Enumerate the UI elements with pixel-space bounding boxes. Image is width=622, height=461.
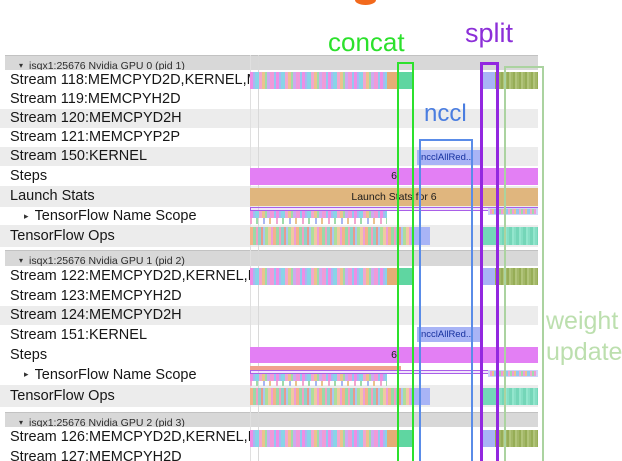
nccl-annotation-label: nccl (424, 100, 467, 127)
name-scope-ticks-lower-gpu0[interactable] (250, 218, 387, 224)
process-header-label: isqx1:25676 Nvidia GPU 0 (pid 1) (29, 60, 185, 72)
weight-update-annotation-label: weight update (546, 306, 622, 368)
event-bar-stream122-memcpy[interactable] (387, 268, 398, 285)
track-label: Stream 151:KERNEL (10, 327, 148, 343)
track-row-stream150: Stream 150:KERNEL (0, 147, 538, 166)
track-row-stream120: Stream 120:MEMCPYD2H (0, 109, 538, 128)
process-header-gpu2[interactable]: ▾ isqx1:25676 Nvidia GPU 2 (pid 3) (5, 412, 538, 429)
clipped-orange-text-fragment (355, 0, 376, 5)
track-label: TensorFlow Name Scope (34, 208, 197, 224)
process-header-label: isqx1:25676 Nvidia GPU 2 (pid 3) (29, 417, 185, 429)
track-label: Stream 124:MEMCPYD2H (10, 307, 182, 323)
concat-annotation-label: concat (328, 27, 405, 57)
event-bar-nccl-allreduce-gpu1[interactable]: ncclAllRed... (417, 327, 481, 342)
track-label: TensorFlow Ops (10, 388, 115, 404)
tf-ops-bar-gpu1[interactable] (250, 388, 411, 405)
concat-highlight-rect (397, 62, 414, 461)
expand-icon[interactable]: ▸ (24, 211, 29, 221)
track-label: Stream 118:MEMCPYD2D,KERNEL,ME (10, 72, 252, 88)
tf-ops-split-segment-gpu0[interactable] (480, 227, 495, 245)
event-bar-stream118-concat[interactable] (399, 72, 414, 89)
track-label: Stream 150:KERNEL (10, 148, 148, 164)
event-bar-stream126-kernels[interactable] (250, 430, 387, 447)
tf-ops-split-segment-gpu1[interactable] (480, 388, 495, 405)
steps-bar-gpu1[interactable]: 6 (250, 347, 538, 363)
tf-ops-bar-gpu0[interactable] (250, 227, 411, 245)
collapse-icon[interactable]: ▾ (19, 256, 24, 265)
process-header-gpu0[interactable]: ▾ isqx1:25676 Nvidia GPU 0 (pid 1) (5, 55, 538, 72)
track-label: Stream 121:MEMCPYP2P (10, 129, 181, 145)
event-bar-stream126-concat[interactable] (399, 430, 414, 447)
name-scope-ticks-lower-gpu1[interactable] (250, 381, 387, 386)
name-scope-ticks-gpu0[interactable] (250, 211, 387, 218)
split-annotation-label: split (465, 18, 514, 48)
weight-update-line2: update (546, 338, 622, 366)
collapse-icon[interactable]: ▾ (19, 418, 24, 427)
track-label: Stream 122:MEMCPYD2D,KERNEL,MI (10, 268, 252, 284)
track-row-stream121: Stream 121:MEMCPYP2P (0, 128, 538, 147)
launch-stats-bar[interactable]: Launch Stats for 6 (250, 188, 538, 206)
tick-marks (490, 209, 536, 214)
event-bar-stream118-split[interactable] (481, 72, 495, 89)
event-bar-stream118-kernels[interactable] (250, 72, 387, 89)
track-label: TensorFlow Name Scope (34, 367, 197, 383)
track-label: TensorFlow Ops (10, 228, 115, 244)
timeline-gridline (258, 55, 259, 461)
track-row-stream119: Stream 119:MEMCPYH2D (0, 90, 538, 109)
track-label: Stream 127:MEMCPYH2D (10, 449, 182, 461)
track-label: Stream 120:MEMCPYD2H (10, 110, 182, 126)
track-row-stream127: Stream 127:MEMCPYH2D (0, 448, 538, 461)
event-bar-stream122-kernels[interactable] (250, 268, 387, 285)
track-row-stream123: Stream 123:MEMCPYH2D (0, 286, 538, 306)
tick-marks (490, 371, 536, 376)
track-row-stream124: Stream 124:MEMCPYD2H (0, 306, 538, 325)
collapse-icon[interactable]: ▾ (19, 61, 24, 70)
event-bar-nccl-allreduce-gpu0[interactable]: ncclAllRed... (417, 150, 481, 165)
nccl-highlight-rect (419, 139, 473, 461)
name-scope-span-bar2-gpu1[interactable] (250, 366, 401, 370)
event-bar-stream122-concat[interactable] (399, 268, 414, 285)
name-scope-ticks-right-gpu1[interactable] (488, 370, 538, 377)
track-label: Stream 126:MEMCPYD2D,KERNEL,MI (10, 429, 252, 445)
track-row-stream151: Stream 151:KERNEL (0, 325, 538, 345)
process-header-gpu1[interactable]: ▾ isqx1:25676 Nvidia GPU 1 (pid 2) (5, 250, 538, 267)
track-label: Stream 123:MEMCPYH2D (10, 288, 182, 304)
process-header-label: isqx1:25676 Nvidia GPU 1 (pid 2) (29, 255, 185, 267)
name-scope-ticks-right-gpu0[interactable] (488, 208, 538, 215)
track-label: Stream 119:MEMCPYH2D (10, 91, 181, 107)
weight-update-line1: weight (546, 307, 619, 335)
name-scope-ticks-gpu1[interactable] (250, 374, 387, 381)
weight-update-highlight-rect (504, 66, 544, 461)
track-label: Steps (10, 168, 48, 184)
timeline-gridline (250, 55, 251, 461)
steps-bar-gpu0[interactable]: 6 (250, 168, 538, 185)
track-label: Steps (10, 347, 48, 363)
event-bar-stream122-split[interactable] (481, 268, 495, 285)
track-label: Launch Stats (10, 188, 95, 204)
event-bar-stream126-memcpy[interactable] (387, 430, 398, 447)
split-highlight-rect (480, 62, 499, 461)
expand-icon[interactable]: ▸ (24, 369, 29, 379)
event-bar-stream118-memcpy[interactable] (387, 72, 398, 89)
event-bar-stream126-split[interactable] (481, 430, 495, 447)
